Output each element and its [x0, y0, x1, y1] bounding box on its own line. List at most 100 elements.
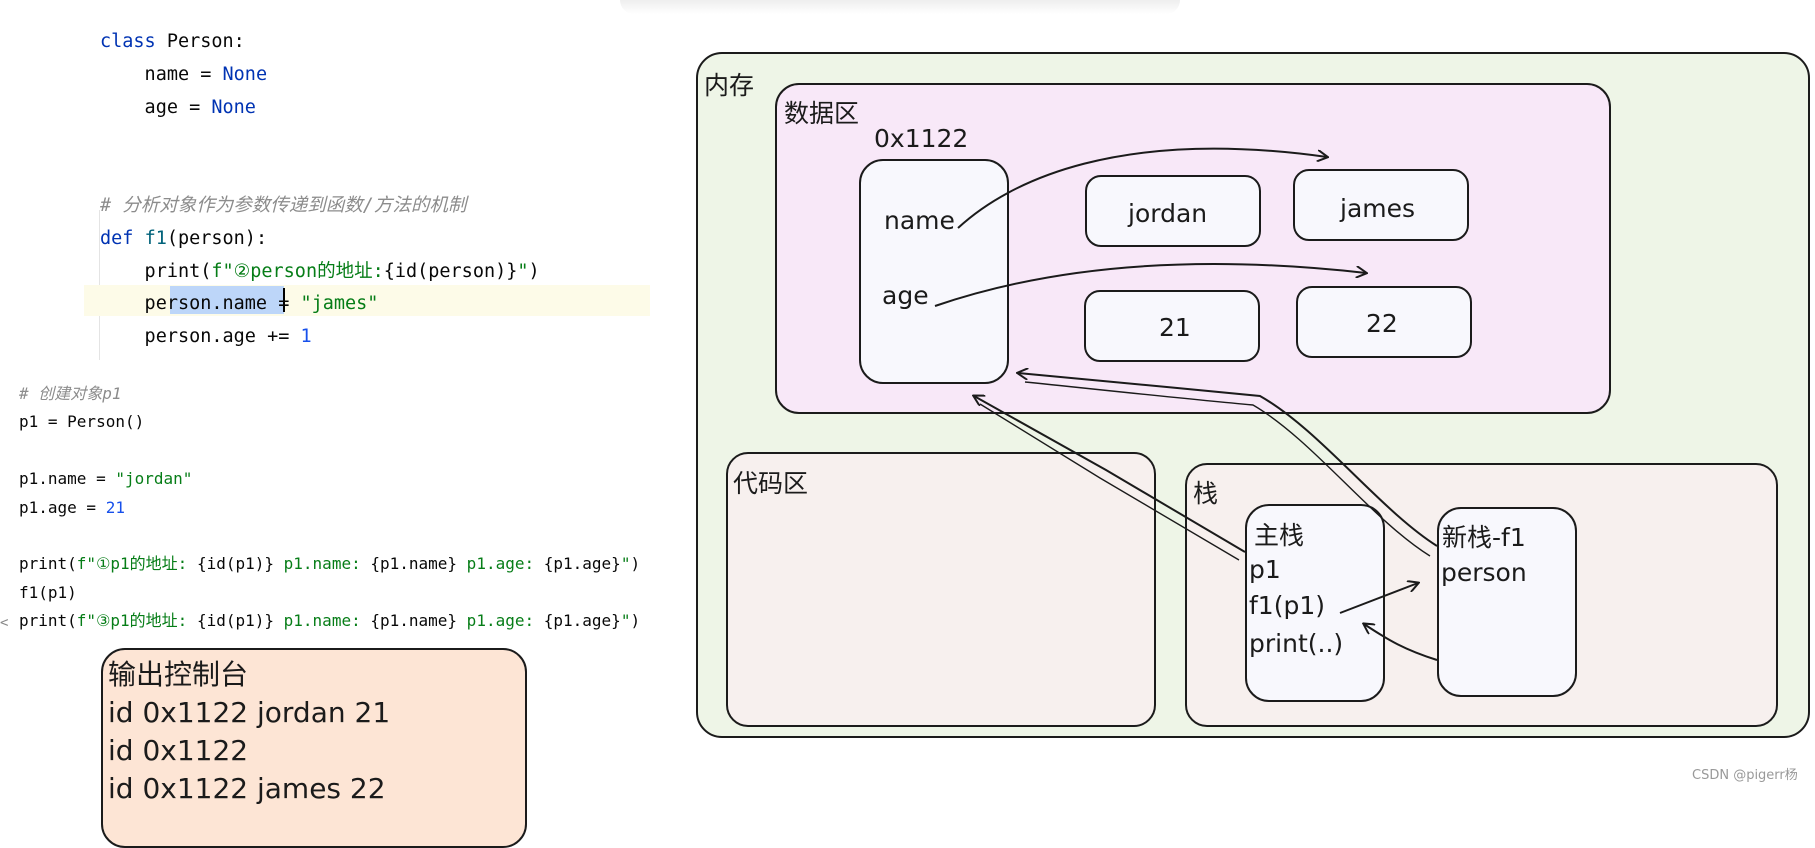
main-stack-title: 主栈: [1254, 521, 1305, 550]
arrow-return-to-print: [1364, 624, 1438, 661]
code-token: f1(p1): [19, 582, 77, 602]
arrow-p1-to-object: [974, 396, 1246, 553]
person-object-box[interactable]: [859, 159, 1009, 384]
code-token: {id(p1)}: [196, 554, 275, 574]
code-token: "jordan": [115, 469, 193, 489]
console-line: id 0x1122 james 22: [108, 772, 386, 805]
main-stack-item: f1(p1): [1249, 591, 1325, 620]
code-line[interactable]: def f1(person):: [100, 223, 540, 256]
code-token: {p1.name}: [370, 554, 458, 574]
value-box-21: [1084, 290, 1260, 362]
code-token: ): [528, 260, 540, 282]
code-token: # 创建对象p1: [19, 384, 122, 403]
text-caret: [283, 288, 285, 312]
code-line[interactable]: p1.name = "jordan": [19, 465, 640, 493]
stack-area-label: 栈: [1193, 479, 1219, 508]
code-token: name =: [100, 63, 223, 85]
code-block-main[interactable]: # 创建对象p1 p1 = Person() p1.name = "jordan"…: [19, 380, 640, 636]
code-line[interactable]: print(f"③p1的地址: {id(p1)} p1.name: {p1.na…: [19, 607, 640, 635]
code-token: "james": [300, 293, 379, 315]
code-token: class: [100, 31, 167, 52]
code-line[interactable]: print(f"②person的地址:{id(person)}"): [100, 256, 540, 289]
arrow-person-to-object: [1018, 373, 1438, 547]
arrow-p1-to-object-inner: [979, 403, 1240, 561]
code-line[interactable]: name = None: [100, 59, 540, 92]
code-token: {id(person)}: [383, 260, 518, 282]
code-token: print(: [19, 554, 77, 574]
code-token: 1: [300, 326, 312, 348]
watermark: CSDN @pigerr杨: [1692, 768, 1798, 783]
main-stack-frame[interactable]: [1245, 504, 1385, 702]
code-token: print(: [19, 611, 77, 631]
output-console-text: 输出控制台 id 0x1122 jordan 21 id 0x1122 id 0…: [108, 656, 390, 808]
object-address: 0x1122: [874, 124, 969, 153]
code-token: (person):: [166, 227, 268, 249]
code-token: f"②person的地址:: [211, 260, 384, 282]
arrow-person-to-object-inner: [1024, 381, 1431, 557]
value-21: 21: [1159, 313, 1191, 342]
output-console-box: [101, 648, 527, 848]
field-age: age: [882, 281, 929, 310]
code-token: f1: [144, 227, 167, 249]
console-title: 输出控制台: [108, 658, 249, 691]
fold-marker[interactable]: <: [0, 615, 9, 631]
code-line[interactable]: f1(p1): [19, 579, 640, 607]
arrow-age-to-22: [934, 263, 1366, 307]
code-token: p1.age =: [19, 497, 106, 517]
code-line[interactable]: age = None: [100, 92, 540, 125]
code-token: f"③p1的地址:: [76, 611, 197, 631]
code-token: {p1.name}: [370, 611, 458, 631]
code-token: ): [630, 554, 641, 574]
code-token: {p1.age}: [543, 611, 621, 631]
code-line[interactable]: # 分析对象作为参数传递到函数/方法的机制: [100, 190, 540, 223]
code-line[interactable]: p1 = Person(): [19, 408, 640, 436]
new-stack-title: 新栈-f1: [1442, 523, 1526, 552]
text-selection: [170, 286, 284, 314]
code-line[interactable]: person.age += 1: [100, 321, 540, 354]
field-name: name: [884, 206, 955, 235]
code-token: p1.name:: [274, 611, 371, 631]
code-token: ": [517, 260, 529, 282]
code-token: None: [211, 96, 256, 118]
code-token: print(: [100, 260, 212, 282]
data-area-label: 数据区: [784, 99, 860, 128]
code-token: {p1.age}: [543, 554, 621, 574]
arrow-f1call-to-newstack: [1339, 583, 1418, 614]
code-area-label: 代码区: [733, 469, 809, 498]
console-line: id 0x1122: [108, 734, 249, 767]
code-line[interactable]: print(f"①p1的地址: {id(p1)} p1.name: {p1.na…: [19, 550, 640, 578]
code-token: p1 = Person(): [19, 412, 145, 432]
code-token: person.name =: [100, 293, 301, 315]
arrow-name-to-james: [957, 147, 1327, 229]
code-token: # 分析对象作为参数传递到函数/方法的机制: [100, 194, 467, 216]
new-stack-item: person: [1441, 558, 1527, 587]
code-token: ": [620, 611, 631, 631]
code-token: age =: [100, 96, 212, 118]
code-token: def: [100, 227, 145, 249]
memory-label: 内存: [704, 71, 755, 100]
code-token: f"①p1的地址:: [76, 554, 197, 574]
value-22: 22: [1366, 309, 1398, 338]
code-line[interactable]: class Person:: [100, 26, 540, 59]
value-box-james: [1293, 169, 1469, 241]
code-token: {id(p1)}: [196, 611, 275, 631]
code-token: None: [222, 63, 268, 85]
code-token: p1.age:: [457, 611, 544, 631]
new-stack-frame[interactable]: [1437, 507, 1577, 697]
code-line[interactable]: person.name = "james": [100, 288, 540, 321]
code-area: [726, 452, 1156, 727]
main-stack-item: p1: [1249, 555, 1281, 584]
value-james: james: [1340, 194, 1416, 223]
arrows-layer: [934, 147, 1438, 661]
code-block-class-def[interactable]: class Person: name = None age = None # 分…: [100, 26, 540, 354]
code-token: Person:: [166, 31, 245, 52]
code-line[interactable]: p1.age = 21: [19, 494, 640, 522]
code-token: p1.age:: [457, 554, 544, 574]
code-token: p1.name =: [19, 469, 116, 489]
code-token: p1.name:: [274, 554, 371, 574]
main-stack-item: print(..): [1249, 629, 1344, 658]
code-token: person.age +=: [100, 326, 301, 348]
value-box-jordan: [1085, 175, 1261, 247]
code-line[interactable]: # 创建对象p1: [19, 380, 640, 408]
top-fade: [620, 0, 1180, 14]
